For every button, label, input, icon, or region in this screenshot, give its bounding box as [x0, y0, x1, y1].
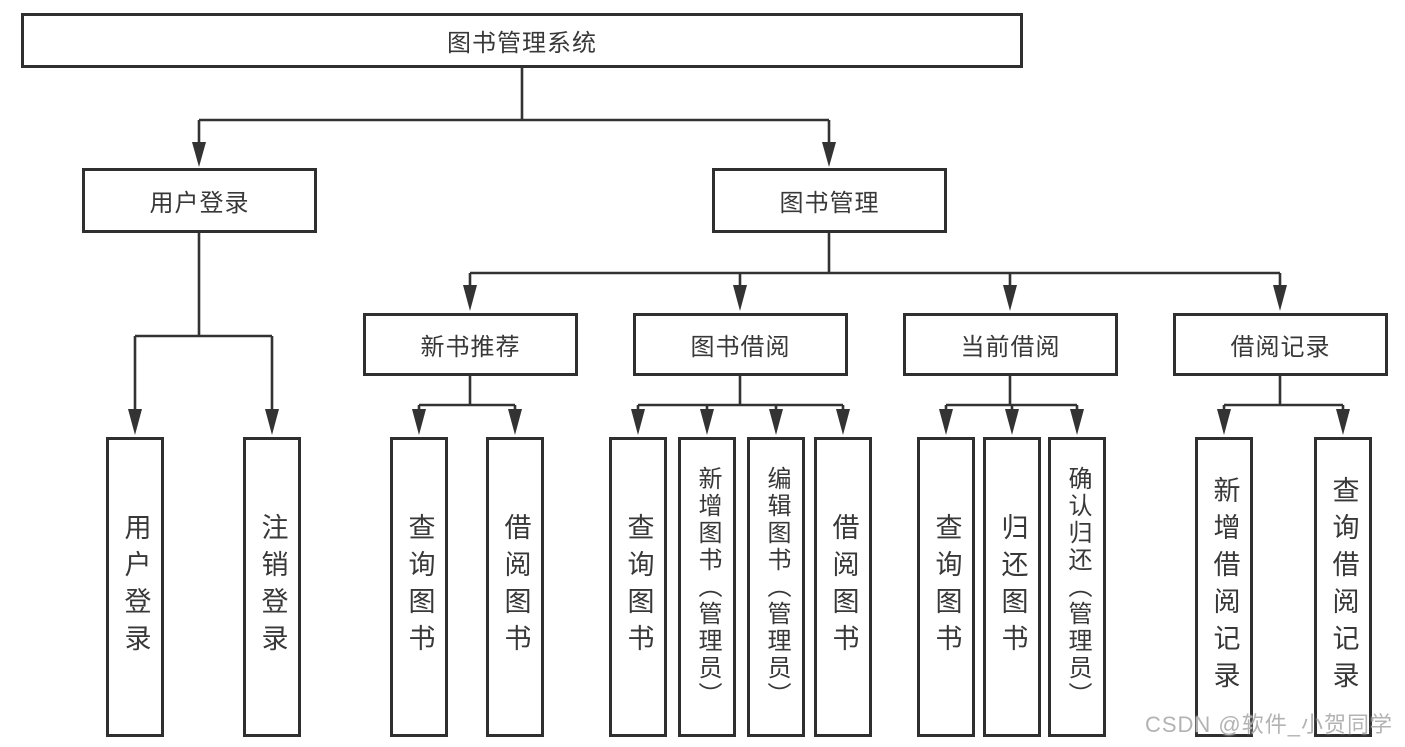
arrowhead-icon [463, 285, 477, 311]
node-label: 用户登录 [149, 190, 250, 217]
node-borrow-records: 借阅记录 [1173, 313, 1388, 376]
leaf-label: 查询图书 [623, 513, 654, 661]
arrowhead-icon [1273, 285, 1287, 311]
leaf-query-books-current: 查询图书 [917, 437, 975, 737]
arrowhead-icon [1005, 409, 1019, 435]
node-label: 图书管理 [779, 190, 880, 217]
leaf-return-books: 归还图书 [983, 437, 1041, 737]
node-new-book-recommend: 新书推荐 [363, 313, 578, 376]
leaf-logout: 注销登录 [243, 437, 301, 737]
arrowhead-icon [192, 142, 206, 167]
leaf-label: 编辑图书（管理员） [763, 465, 790, 709]
node-current-borrow: 当前借阅 [903, 313, 1118, 376]
leaf-label: 新增图书（管理员） [694, 465, 721, 709]
leaf-query-borrow-record: 查询借阅记录 [1314, 437, 1372, 737]
arrowhead-icon [1070, 409, 1084, 435]
node-label: 借阅记录 [1230, 334, 1331, 361]
node-label: 新书推荐 [420, 334, 521, 361]
arrowhead-icon [1003, 285, 1017, 311]
arrowhead-icon [769, 409, 783, 435]
arrowhead-icon [939, 409, 953, 435]
leaf-query-books-recommend: 查询图书 [390, 437, 448, 737]
arrowhead-icon [412, 409, 426, 435]
leaf-label: 借阅图书 [500, 513, 531, 661]
leaf-user-login: 用户登录 [106, 437, 164, 737]
node-user-login-group: 用户登录 [82, 168, 317, 233]
arrowhead-icon [836, 409, 850, 435]
arrowheads [128, 142, 1350, 435]
leaf-borrow-books: 借阅图书 [814, 437, 872, 737]
leaf-query-books-borrow: 查询图书 [609, 437, 667, 737]
leaf-label: 查询图书 [404, 513, 435, 661]
arrowhead-icon [1217, 409, 1231, 435]
arrowhead-icon [700, 409, 714, 435]
leaf-edit-books-admin: 编辑图书（管理员） [747, 437, 805, 737]
leaf-label: 用户登录 [120, 513, 151, 661]
arrowhead-icon [822, 142, 836, 167]
leaf-add-books-admin: 新增图书（管理员） [678, 437, 736, 737]
csdn-watermark: CSDN @软件_小贺同学 [1144, 712, 1393, 737]
node-book-management: 图书管理 [712, 168, 947, 233]
arrowhead-icon [128, 409, 142, 435]
node-book-borrow: 图书借阅 [633, 313, 848, 376]
leaf-label: 归还图书 [997, 513, 1028, 661]
node-library-system: 图书管理系统 [21, 13, 1023, 68]
node-label: 当前借阅 [960, 334, 1061, 361]
arrowhead-icon [508, 409, 522, 435]
leaf-add-borrow-record: 新增借阅记录 [1195, 437, 1253, 737]
node-label: 图书借阅 [690, 334, 791, 361]
node-label: 图书管理系统 [447, 30, 597, 57]
leaf-label: 查询图书 [931, 513, 962, 661]
leaf-label: 确认归还（管理员） [1064, 465, 1091, 709]
leaf-label: 新增借阅记录 [1209, 476, 1240, 698]
connector-path [133, 68, 1345, 411]
leaf-confirm-return-admin: 确认归还（管理员） [1048, 437, 1106, 737]
arrowhead-icon [733, 285, 747, 311]
arrowhead-icon [1336, 409, 1350, 435]
arrowhead-icon [631, 409, 645, 435]
leaf-label: 借阅图书 [828, 513, 859, 661]
leaf-borrow-books-recommend: 借阅图书 [486, 437, 544, 737]
arrowhead-icon [265, 409, 279, 435]
leaf-label: 注销登录 [257, 513, 288, 661]
leaf-label: 查询借阅记录 [1328, 476, 1359, 698]
